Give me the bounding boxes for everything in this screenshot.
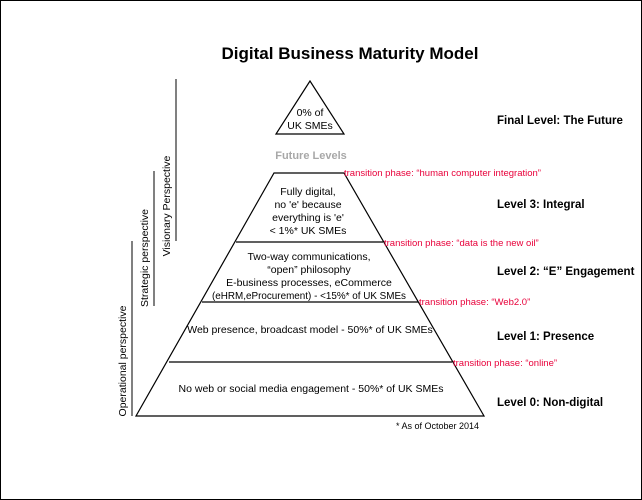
transition-label-human-computer: transition phase: “human computer integr… [344,168,541,179]
transition-label-web2: transition phase: “Web2.0” [419,297,530,308]
future-levels-label: Future Levels [275,150,347,162]
operational-perspective-label: Operational perspective [117,305,129,416]
tier2-line-4: (eHRM,eProcurement) - <15%* of UK SMEs [212,290,406,302]
footnote: * As of October 2014 [396,421,479,431]
tier0-line-1: No web or social media engagement - 50%*… [179,383,444,395]
future-triangle-line-2: UK SMEs [287,120,333,132]
tier1-line-1: Web presence, broadcast model - 50%* of … [187,324,433,336]
visionary-perspective-label: Visionary Perspective [161,155,173,256]
tier3-line-2: no 'e' because [274,199,341,211]
level-label-0: Level 0: Non-digital [497,397,603,409]
tier3-line-4: < 1%* UK SMEs [270,225,347,237]
transition-label-data-oil: transition phase: “data is the new oil” [384,238,539,249]
future-triangle-line-1: 0% of [297,107,324,119]
transition-label-online: transition phase: “online” [453,358,557,369]
tier2-line-2: “open” philosophy [267,264,351,276]
tier3-line-1: Fully digital, [280,186,335,198]
tier3-line-3: everything is 'e' [272,212,344,224]
level-label-final: Final Level: The Future [497,115,623,127]
main-pyramid [134,172,486,417]
level-label-1: Level 1: Presence [497,331,594,343]
tier2-line-3: E-business processes, eCommerce [226,277,392,289]
tier2-line-1: Two-way communications, [247,251,370,263]
diagram-title: Digital Business Maturity Model [222,44,479,63]
level-label-3: Level 3: Integral [497,199,585,211]
strategic-perspective-label: Strategic perspective [139,209,151,307]
future-triangle [274,79,346,135]
level-label-2: Level 2: “E” Engagement [497,266,635,278]
